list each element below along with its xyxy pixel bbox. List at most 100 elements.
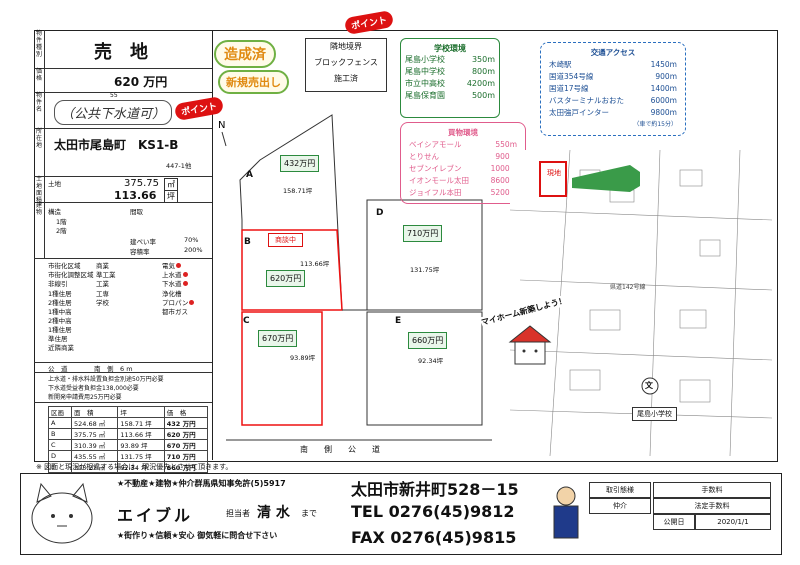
area-m2: 375.75 bbox=[124, 178, 159, 189]
tel-number: TEL 0276(45)9812 bbox=[351, 502, 515, 521]
disclaimer: ※ 図面と現況が相違する場合は、現況優先とさせて頂きます。 bbox=[36, 463, 233, 471]
school-mark: 文 bbox=[645, 381, 653, 390]
school-mark-circle bbox=[641, 377, 659, 395]
deal-value: 仲介 bbox=[589, 498, 651, 514]
land-label: 土地 bbox=[48, 180, 61, 188]
deal-info: 取引態様 仲介 手数料 法定手数料 公開日 2020/1/1 bbox=[589, 482, 774, 546]
far-label: 容積率 bbox=[130, 248, 150, 256]
location-row: 所在地 太田市尾島町 KS1-B 447-1他 bbox=[34, 128, 212, 177]
boundary-line-2: 施工済 bbox=[334, 74, 358, 83]
license-text: ★不動産★建物★仲介群馬県知事免許(5)5917 bbox=[117, 479, 286, 488]
fax-number: FAX 0276(45)9815 bbox=[351, 528, 517, 547]
utility-3: 浄化槽 bbox=[162, 290, 182, 298]
header-cell: 価 格 bbox=[163, 406, 209, 418]
structure-label: 構造 bbox=[48, 208, 61, 216]
price-label: 価格 bbox=[34, 68, 45, 92]
lot-c-price: 670万円 bbox=[258, 330, 298, 347]
south-road-label: 南 側 公 道 bbox=[300, 445, 384, 454]
use-9: 工業 bbox=[96, 280, 109, 288]
school-env-title: 学校環境 bbox=[434, 44, 466, 53]
road-dir: 南 側 6 m bbox=[94, 365, 133, 373]
name-row: 物件名 55 （公共下水道可） bbox=[34, 92, 212, 129]
notes: 上水道・排水料設置負担金別途50万円必要 下水道受益者負担金138,000必要 … bbox=[34, 372, 212, 403]
handwritten-note: （公共下水道可） bbox=[54, 100, 173, 125]
floor1-label: 1階 bbox=[56, 218, 67, 226]
area-row: 土地面積 土地 375.75 ㎡ 113.66 坪 bbox=[34, 176, 212, 204]
price-table: 区画 面 積 坪 価 格 A 524.68 ㎡ 158.71 坪 432 万円 … bbox=[48, 406, 209, 473]
lot-b-status: 商談中 bbox=[268, 233, 303, 247]
table-cell: 305.27 ㎡ bbox=[70, 461, 119, 473]
use-7: 商業 bbox=[96, 262, 109, 270]
table-row: D 435.55 ㎡ 131.75 坪 710 万円 bbox=[48, 450, 209, 462]
fee-value: 法定手数料 bbox=[653, 498, 771, 514]
lot-b-area: 113.66坪 bbox=[300, 260, 330, 268]
utility-5: 都市ガス bbox=[162, 308, 188, 316]
table-cell: 660 万円 bbox=[163, 461, 209, 473]
site-arrow bbox=[572, 165, 640, 192]
table-cell: 158.71 坪 bbox=[117, 417, 165, 429]
header-cell: 面 積 bbox=[70, 406, 119, 418]
use-2: 1種中高 bbox=[48, 308, 72, 316]
contact-suffix: まで bbox=[301, 509, 317, 518]
agent-icon bbox=[553, 486, 579, 539]
transport-note: （車で約15分） bbox=[633, 121, 677, 128]
north-arrow: N bbox=[218, 120, 225, 131]
zone-0: 市街化区域 bbox=[48, 262, 81, 270]
table-row: A 524.68 ㎡ 158.71 坪 432 万円 bbox=[48, 417, 209, 429]
location-label: 所在地 bbox=[34, 128, 45, 176]
table-cell: B bbox=[48, 428, 72, 440]
school-label: 尾島小学校 bbox=[632, 407, 677, 421]
table-cell: C bbox=[48, 439, 72, 451]
page-title: 売 地 bbox=[94, 42, 148, 63]
table-row: E 305.27 ㎡ 92.34 坪 660 万円 bbox=[48, 461, 209, 473]
lot-a-price: 432万円 bbox=[280, 155, 320, 172]
fee-label: 手数料 bbox=[653, 482, 771, 498]
tagline: ★街作り★信頼★安心 御気軽に問合せ下さい bbox=[117, 531, 278, 540]
cat-illustration bbox=[31, 482, 93, 544]
zone-1: 市街化調整区域 bbox=[48, 271, 94, 279]
contact-prefix: 担当者 bbox=[226, 509, 250, 518]
boundary-line-0: 隣地境界 bbox=[330, 42, 362, 51]
use-5: 準住居 bbox=[48, 335, 68, 343]
price-value: 620 万円 bbox=[114, 75, 168, 89]
far-value: 200% bbox=[184, 246, 203, 254]
utility-4: プロパン bbox=[162, 297, 195, 307]
price-row: 価格 620 万円 bbox=[34, 68, 212, 93]
company-name: エイブル bbox=[117, 506, 194, 525]
office-address: 太田市新井町528－15 bbox=[351, 480, 519, 499]
use-10: 工専 bbox=[96, 290, 109, 298]
table-cell: 435.55 ㎡ bbox=[70, 450, 119, 462]
lot-e-label: E bbox=[395, 316, 402, 326]
table-cell: 375.75 ㎡ bbox=[70, 428, 119, 440]
boundary-box: 隣地境界 ブロックフェンス 施工済 bbox=[305, 38, 387, 92]
area-unit-tsubo: 坪 bbox=[164, 190, 178, 203]
plot-diagram: N bbox=[218, 114, 492, 441]
table-cell: 310.39 ㎡ bbox=[70, 439, 119, 451]
table-cell: 620 万円 bbox=[163, 428, 209, 440]
lot-c-area: 93.89坪 bbox=[290, 354, 316, 362]
date-value: 2020/1/1 bbox=[695, 514, 771, 530]
utility-2: 下水道 bbox=[162, 278, 188, 288]
deal-label: 取引態様 bbox=[589, 482, 651, 498]
use-3: 2種中高 bbox=[48, 317, 72, 325]
table-row: B 375.75 ㎡ 113.66 坪 620 万円 bbox=[48, 428, 209, 440]
zousei-badge: 造成済 bbox=[214, 40, 276, 68]
lot-a-area: 158.71坪 bbox=[283, 187, 313, 195]
transport-title: 交通アクセス bbox=[590, 48, 636, 57]
lot-b-label: B bbox=[244, 237, 251, 247]
main-frame bbox=[34, 30, 778, 462]
header-cell: 区画 bbox=[48, 406, 72, 418]
lot-c-label: C bbox=[243, 316, 250, 326]
spec-table: 物件種別 売 地 価格 620 万円 物件名 55 （公共下水道可） 所在地 太… bbox=[34, 30, 213, 473]
footer: ★不動産★建物★仲介群馬県知事免許(5)5917 エイブル 担当者 清 水 まで… bbox=[20, 473, 782, 555]
lot-c-shape bbox=[241, 311, 323, 426]
lot-d-area: 131.75坪 bbox=[410, 266, 440, 274]
price-table-header: 区画 面 積 坪 価 格 bbox=[48, 406, 209, 418]
